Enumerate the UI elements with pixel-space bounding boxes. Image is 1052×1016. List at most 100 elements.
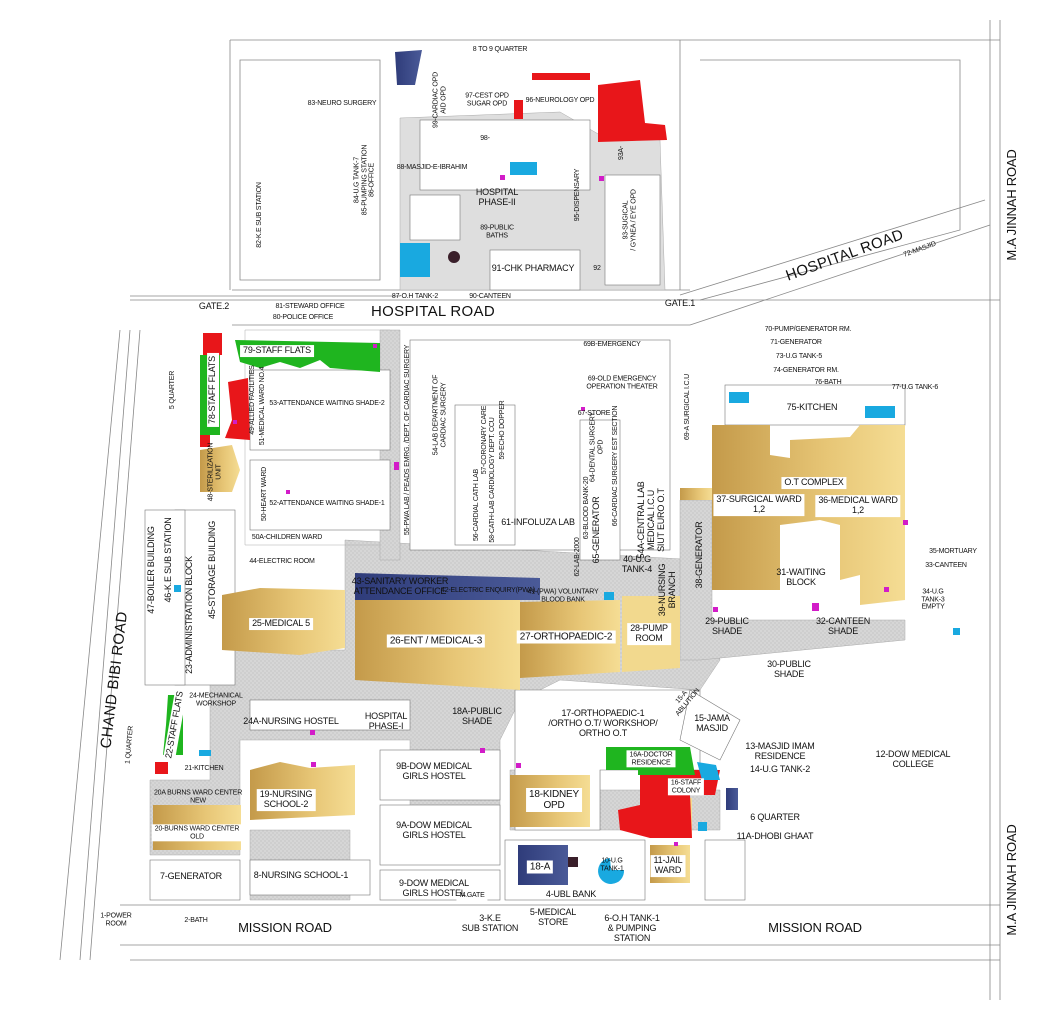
building-label: 5 QUARTER [169, 370, 177, 410]
building-label: 63-BLOOD BANK-20 [583, 476, 591, 540]
building-label: 67-STORE [577, 410, 611, 418]
building-label: 43-SANITARY WORKER ATTENDANCE OFFICE [351, 576, 449, 596]
building-label: 10-U.G TANK-1 [600, 857, 624, 872]
building-label: HOSPITAL PHASE-I [364, 711, 408, 731]
road-outlines [59, 20, 1001, 1000]
building-label: 31-WAITING BLOCK [776, 567, 826, 587]
building-label: 66-CARDIAC SURGERY EST SECTION [612, 405, 620, 527]
ma-jinnah-road-label: M.A JINNAH ROAD [1003, 824, 1019, 936]
building-label: 13-MASJID IMAM RESIDENCE [745, 741, 815, 761]
building-label: 99-CARDIAC OPD AID OPD [432, 72, 447, 128]
building-label: 70-PUMP/GENERATOR RM. [764, 326, 852, 334]
building-label: 92 [593, 265, 601, 273]
building-label: 93-SUGICAL / GYNEA / EYE OPD [622, 189, 637, 251]
mission-road-label: MISSION ROAD [768, 919, 862, 935]
building-label: 2-BATH [184, 917, 208, 925]
building-label: 24A-NURSING HOSTEL [243, 716, 339, 727]
building-label: 38-GENERATOR [694, 521, 705, 589]
gate-1-label: GATE.1 [664, 298, 696, 309]
building-label: 51-MEDICAL WARD NO.4 [259, 366, 267, 446]
building-label: 8-NURSING SCHOOL-1 [253, 870, 349, 881]
building-label: 83-NEURO SURGERY [307, 100, 377, 108]
building-label: 47-BOILER BUILDING [146, 526, 157, 614]
ma-jinnah-road-label: M.A JINNAH ROAD [1003, 149, 1019, 261]
building-label: 26-ENT / MEDICAL-3 [386, 634, 486, 648]
building-label: 93A- [618, 146, 626, 160]
building-label: 79-STAFF FLATS [240, 345, 314, 357]
building-label: 82-K.E SUB STATION [256, 182, 264, 248]
building-label: 55-PWA LAB / PEADS EMRG. /DEPT. OF CARDI… [404, 344, 412, 536]
building-label: 19-NURSING SCHOOL-2 [256, 789, 316, 811]
building-label: 12-DOW MEDICAL COLLEGE [875, 749, 951, 769]
building-label: 45-STORAGE BUILDING [207, 520, 218, 620]
building-label: 91-CHK PHARMACY [491, 263, 575, 274]
gate-2-label: GATE.2 [198, 301, 230, 312]
building-label: 54A-CENTRAL LAB MEDICAL I.C.U SIUT EURO … [636, 481, 666, 559]
building-label: 88-MASJID-E-IBRAHIM [396, 164, 468, 172]
building-label: 18-A [526, 860, 554, 874]
building-label: 59-ECHO DOPPER [499, 400, 507, 460]
building-label: 7-GENERATOR [160, 871, 222, 882]
building-label: 46-K.E SUB STATION [163, 517, 174, 603]
building-label: 18-KIDNEY OPD [526, 788, 582, 812]
building-label: 11-JAIL WARD [650, 855, 686, 877]
building-label: 97-CEST OPD SUGAR OPD [465, 92, 509, 107]
building-label: 57-CORONARY CARE [481, 405, 489, 475]
building-label: 50A-CHILDREN WARD [251, 534, 323, 542]
point-markers [233, 175, 908, 846]
building-label: 42-ELECTRIC ENQUIRY(PWA) [441, 587, 535, 595]
building-label: 41-(PWA) VOLUNTARY BLOOD BANK [527, 588, 599, 603]
building-label: 25-MEDICAL 5 [249, 618, 313, 630]
water-tanks [174, 162, 960, 884]
building-label: 58-CATH-LAB CARDIOLOGY DEPT. CCU [489, 417, 497, 543]
building-label: 53-ATTENDANCE WAITING SHADE-2 [269, 400, 385, 408]
building-label: 40-U.G TANK-4 [621, 554, 653, 574]
building-label: 96-NEUROLOGY OPD [525, 97, 595, 105]
building-label: 52-ATTENDANCE WAITING SHADE-1 [269, 500, 385, 508]
building-label: 14-U.G TANK-2 [749, 764, 811, 775]
building-label: 69-OLD EMERGENCY OPERATION THEATER [586, 375, 658, 390]
building-label: 29-PUBLIC SHADE [705, 616, 749, 636]
building-label: 73-U.G TANK-5 [775, 353, 823, 361]
oh-tank-2-marker [448, 251, 460, 263]
building-label: 6-O.H TANK-1 & PUMPING STATION [604, 913, 660, 943]
building-label: 76-BATH [814, 379, 842, 387]
building-label: 77-U.G TANK-6 [891, 384, 939, 392]
building-label: 36-MEDICAL WARD 1,2 [815, 495, 901, 517]
building-label: 4-UBL BANK [545, 889, 597, 900]
building-label: 20-BURNS WARD CENTER OLD [151, 824, 243, 842]
hospital-road-label: HOSPITAL ROAD [371, 302, 495, 320]
building-label: 28-PUMP ROOM [627, 623, 671, 645]
building-label: 95-DISPENSARY [574, 168, 582, 222]
building-label: 18A-PUBLIC SHADE [452, 706, 502, 726]
building-label: 75-KITCHEN [786, 402, 838, 413]
building-label: 69B-EMERGENCY [583, 341, 641, 349]
building-label: 69-A SURGICAL I.C.U [684, 374, 692, 440]
building-label: 9A-DOW MEDICAL GIRLS HOSTEL [396, 820, 472, 840]
building-label: 16A-DOCTOR RESIDENCE [626, 750, 676, 768]
building-label: 56-CARDIAL CATH LAB [473, 468, 481, 542]
building-label: 16-STAFF COLONY [667, 778, 705, 796]
building-label: 35-MORTUARY [929, 548, 977, 556]
building-label: 80-POLICE OFFICE [272, 314, 334, 322]
building-label: 17-ORTHOPAEDIC-1 /ORTHO O.T/ WORKSHOP/ O… [548, 708, 658, 738]
building-label: 98- [480, 135, 490, 143]
building-label: 1-POWER ROOM [100, 912, 132, 927]
building-label: HOSPITAL PHASE-II [475, 187, 519, 207]
building-label: 78-STAFF FLATS [207, 353, 219, 427]
office-buildings [355, 50, 738, 885]
building-label: 9B-DOW MEDICAL GIRLS HOSTEL [396, 761, 472, 781]
building-label: 44-ELECTRIC ROOM [249, 558, 315, 566]
building-label: 32-CANTEEN SHADE [815, 616, 871, 636]
building-label: 37-SURGICAL WARD 1,2 [713, 494, 805, 516]
building-label: 8 TO 9 QUARTER [472, 46, 528, 54]
building-label: 9-DOW MEDICAL GIRLS HOSTEL [399, 878, 469, 898]
building-label: 62-LAB-2000 [574, 537, 582, 577]
building-label: 64-DENTAL SURGERY OPD [589, 412, 604, 482]
building-label: 48-STERILIZATION UNIT [207, 442, 222, 502]
building-label: 11A-DHOBI GHAAT [736, 831, 814, 842]
building-label: 3-K.E SUB STATION [461, 913, 519, 933]
building-label: 84-U.G TANK-7 85-PUMPING STATION 86-OFFI… [353, 144, 376, 216]
building-label: 34-U.G TANK-3 EMPTY [921, 588, 945, 611]
